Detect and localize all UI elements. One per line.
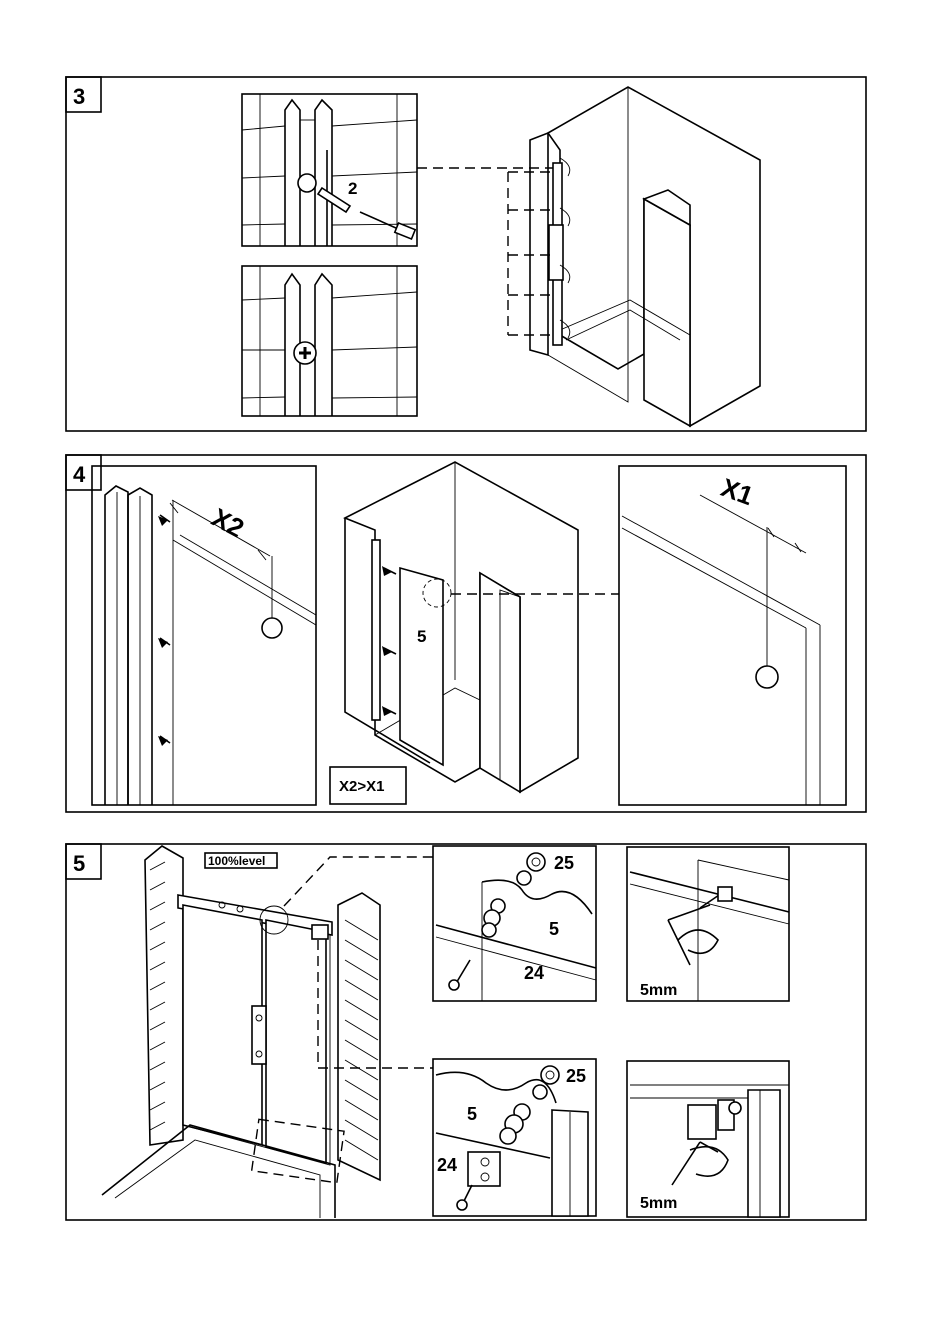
step-5-enclosure [102, 846, 380, 1218]
callout-25-top: 25 [554, 853, 574, 873]
callout-25-bottom: 25 [566, 1066, 586, 1086]
step-5-inset-top-allen-key [627, 847, 789, 1001]
callout-x1: X1 [717, 472, 757, 511]
step-4-detail-right [619, 466, 846, 805]
x-comparison-note: X2>X1 [339, 778, 384, 795]
step-3-detail-screw [242, 94, 417, 246]
level-note: 100%level [208, 854, 265, 868]
step-3-panel: 3 2 [66, 77, 866, 431]
callout-5mm-top: 5mm [640, 982, 677, 999]
step-4-number: 4 [73, 462, 86, 487]
step-3-number: 3 [73, 84, 85, 109]
callout-x2: X2 [207, 502, 249, 543]
callout-5: 5 [417, 627, 426, 646]
step-3-detail-fixed [242, 266, 417, 416]
callout-5-top: 5 [549, 919, 559, 939]
callout-24-bottom: 24 [437, 1155, 457, 1175]
step-3-enclosure [508, 87, 760, 426]
callout-5mm-bottom: 5mm [640, 1195, 677, 1212]
step-4-panel: 4 X2 [66, 455, 866, 812]
step-4-detail-left [92, 466, 316, 805]
step-5-inset-bottom-allen-key [627, 1061, 789, 1217]
callout-2: 2 [348, 179, 357, 198]
step-5-panel: 5 100%level [66, 844, 866, 1220]
step-4-enclosure [345, 462, 578, 792]
step-5-number: 5 [73, 851, 85, 876]
callout-5-bottom: 5 [467, 1104, 477, 1124]
callout-24-top: 24 [524, 963, 544, 983]
